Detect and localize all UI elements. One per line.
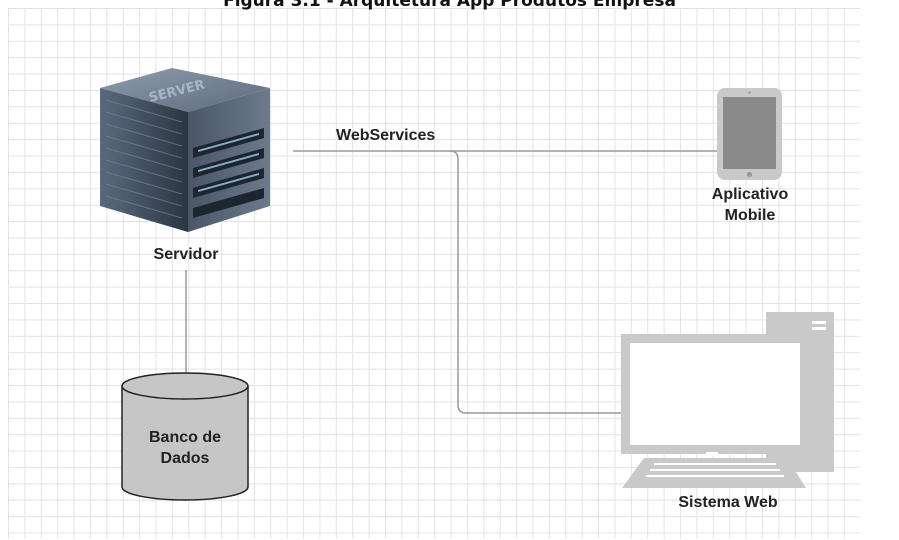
node-label-database-line1: Banco de [148,429,221,446]
node-label-mobile-line2: Mobile [724,207,776,224]
node-label-mobile-line1: Aplicativo [711,186,789,203]
node-label-database-line2: Dados [160,450,210,467]
edge-branch-web [449,150,621,414]
connector-lines [185,150,722,414]
node-label-server: Servidor [153,246,219,263]
tablet-icon [717,88,782,180]
edge-label-webservices: WebServices [336,127,436,144]
database-cylinder-icon [121,372,249,501]
node-label-web: Sistema Web [678,494,778,511]
figure-title: Figura 3.1 - Arquitetura App Produtos Em… [223,0,676,11]
server-icon: SERVER [100,68,270,232]
desktop-computer-icon [621,312,834,488]
